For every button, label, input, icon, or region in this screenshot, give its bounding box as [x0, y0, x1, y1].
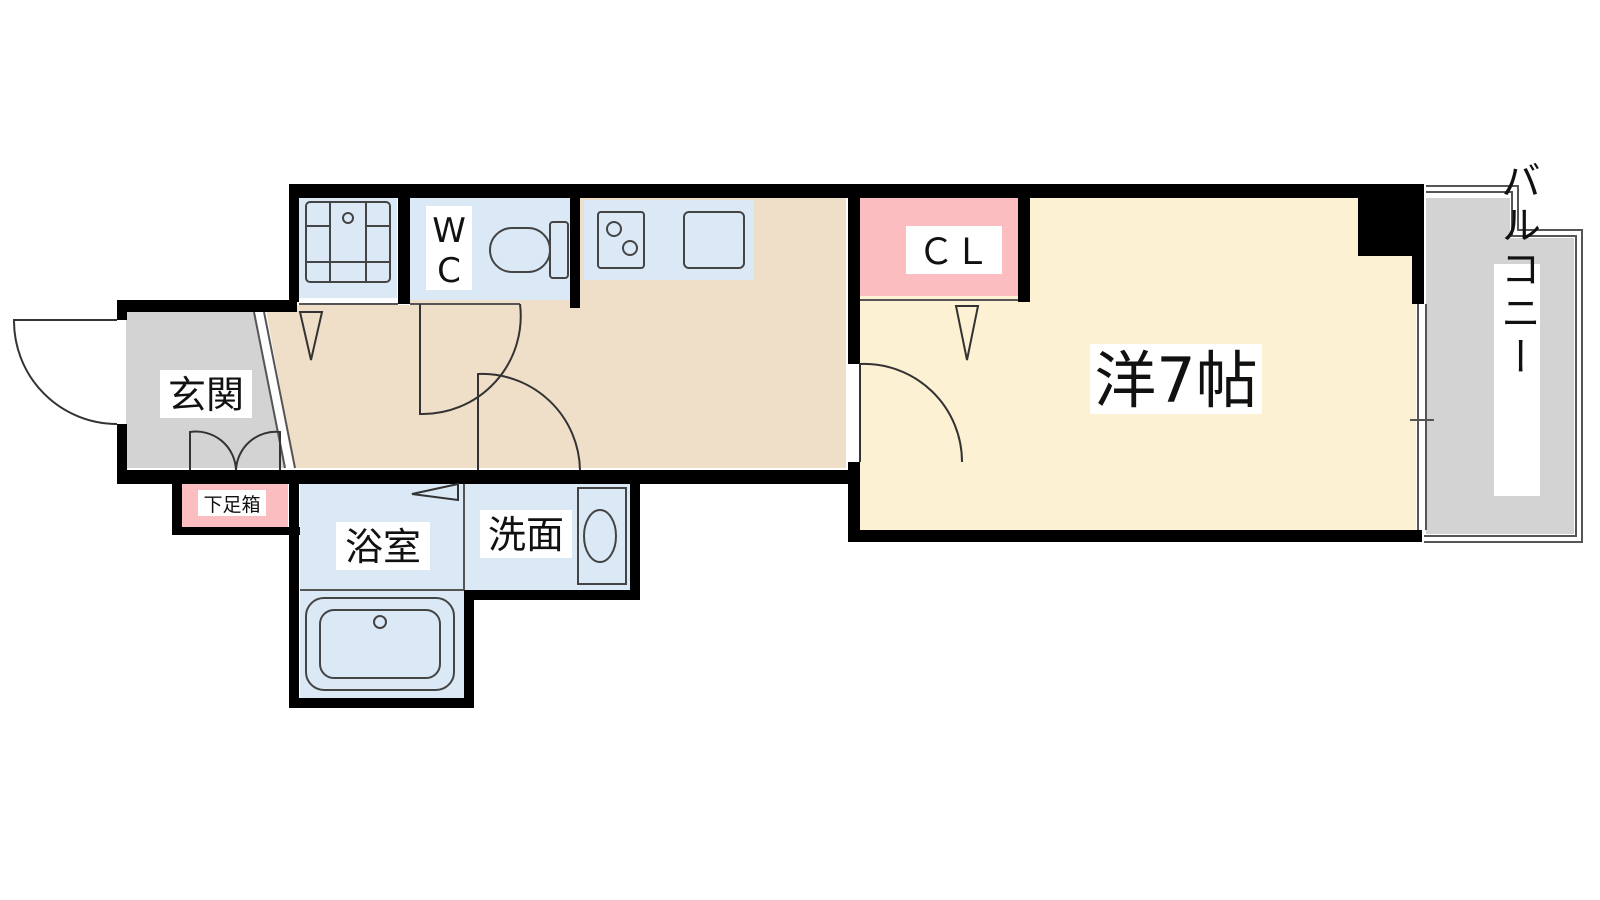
closet-fold-door — [954, 305, 980, 361]
bath-fold-door — [411, 482, 459, 502]
fixtures — [305, 201, 745, 691]
wall-entrance-top — [117, 300, 297, 312]
bathtub-drain — [373, 615, 387, 629]
wall-bath-bottom — [289, 698, 467, 708]
burner-1 — [606, 221, 622, 237]
room-door — [859, 362, 964, 463]
closet-label-bg — [906, 226, 1002, 274]
balcony-label: バルコニー — [1494, 160, 1540, 380]
wall-wc-kitchen — [570, 184, 580, 308]
western-room-label: 洋7帖 — [1094, 344, 1257, 417]
wall-bath-left — [289, 470, 299, 706]
wall-closet-right — [1018, 184, 1030, 302]
wall-laundry-wc — [398, 184, 410, 304]
walls — [117, 184, 1424, 708]
wash-basin — [583, 509, 617, 563]
kitchen-sink — [683, 211, 745, 269]
wash-basin-counter — [577, 487, 627, 585]
wall-mid-bottom — [117, 470, 859, 484]
washing-machine — [305, 201, 391, 283]
entrance-door — [12, 319, 118, 425]
washroom-label-bg — [480, 510, 572, 558]
stove — [597, 211, 645, 269]
shoebox-door-left — [189, 430, 237, 471]
kitchen-counter — [584, 200, 754, 280]
wall-right-upper — [1412, 184, 1424, 304]
shoebox-label-bg — [198, 490, 266, 516]
bathroom-label-bg — [336, 522, 430, 570]
western-room-label-bg — [1090, 344, 1262, 414]
wall-divider-lower — [848, 462, 860, 542]
washing-machine-drain — [342, 212, 354, 224]
wall-wash-right — [630, 470, 640, 600]
bathroom-label: 浴室 — [345, 525, 421, 569]
wc-label-c: C — [437, 251, 461, 291]
wall-room-bottom — [848, 530, 1422, 542]
closet-label: ＣＬ — [918, 232, 990, 273]
balcony-label-bg — [1494, 264, 1540, 496]
wc-label-bg — [426, 206, 472, 290]
entrance-label-bg — [160, 370, 252, 418]
bathtub-outer — [305, 597, 455, 691]
wall-entrance-left-lower — [117, 424, 127, 482]
wall-upper-left — [289, 184, 299, 302]
wall-wash-bottom — [464, 590, 640, 600]
wc-door — [419, 303, 522, 416]
wall-shoebox-left — [172, 480, 182, 534]
wall-shoebox-bottom — [172, 527, 300, 535]
wall-entrance-left — [117, 300, 127, 320]
wall-divider-upper — [848, 184, 860, 364]
entrance-label: 玄関 — [168, 373, 244, 417]
shoebox-label: 下足箱 — [203, 494, 260, 516]
washroom-label: 洗面 — [488, 513, 564, 557]
washroom-door — [477, 372, 581, 471]
laundry-fold-door — [298, 311, 324, 361]
wall-bath-right — [464, 590, 474, 708]
bathtub-inner — [319, 609, 441, 679]
wc-label-w: W — [432, 211, 466, 251]
toilet-tank — [549, 221, 569, 279]
shoebox-door-right — [235, 430, 281, 471]
burner-2 — [622, 240, 638, 256]
doors — [12, 303, 980, 502]
